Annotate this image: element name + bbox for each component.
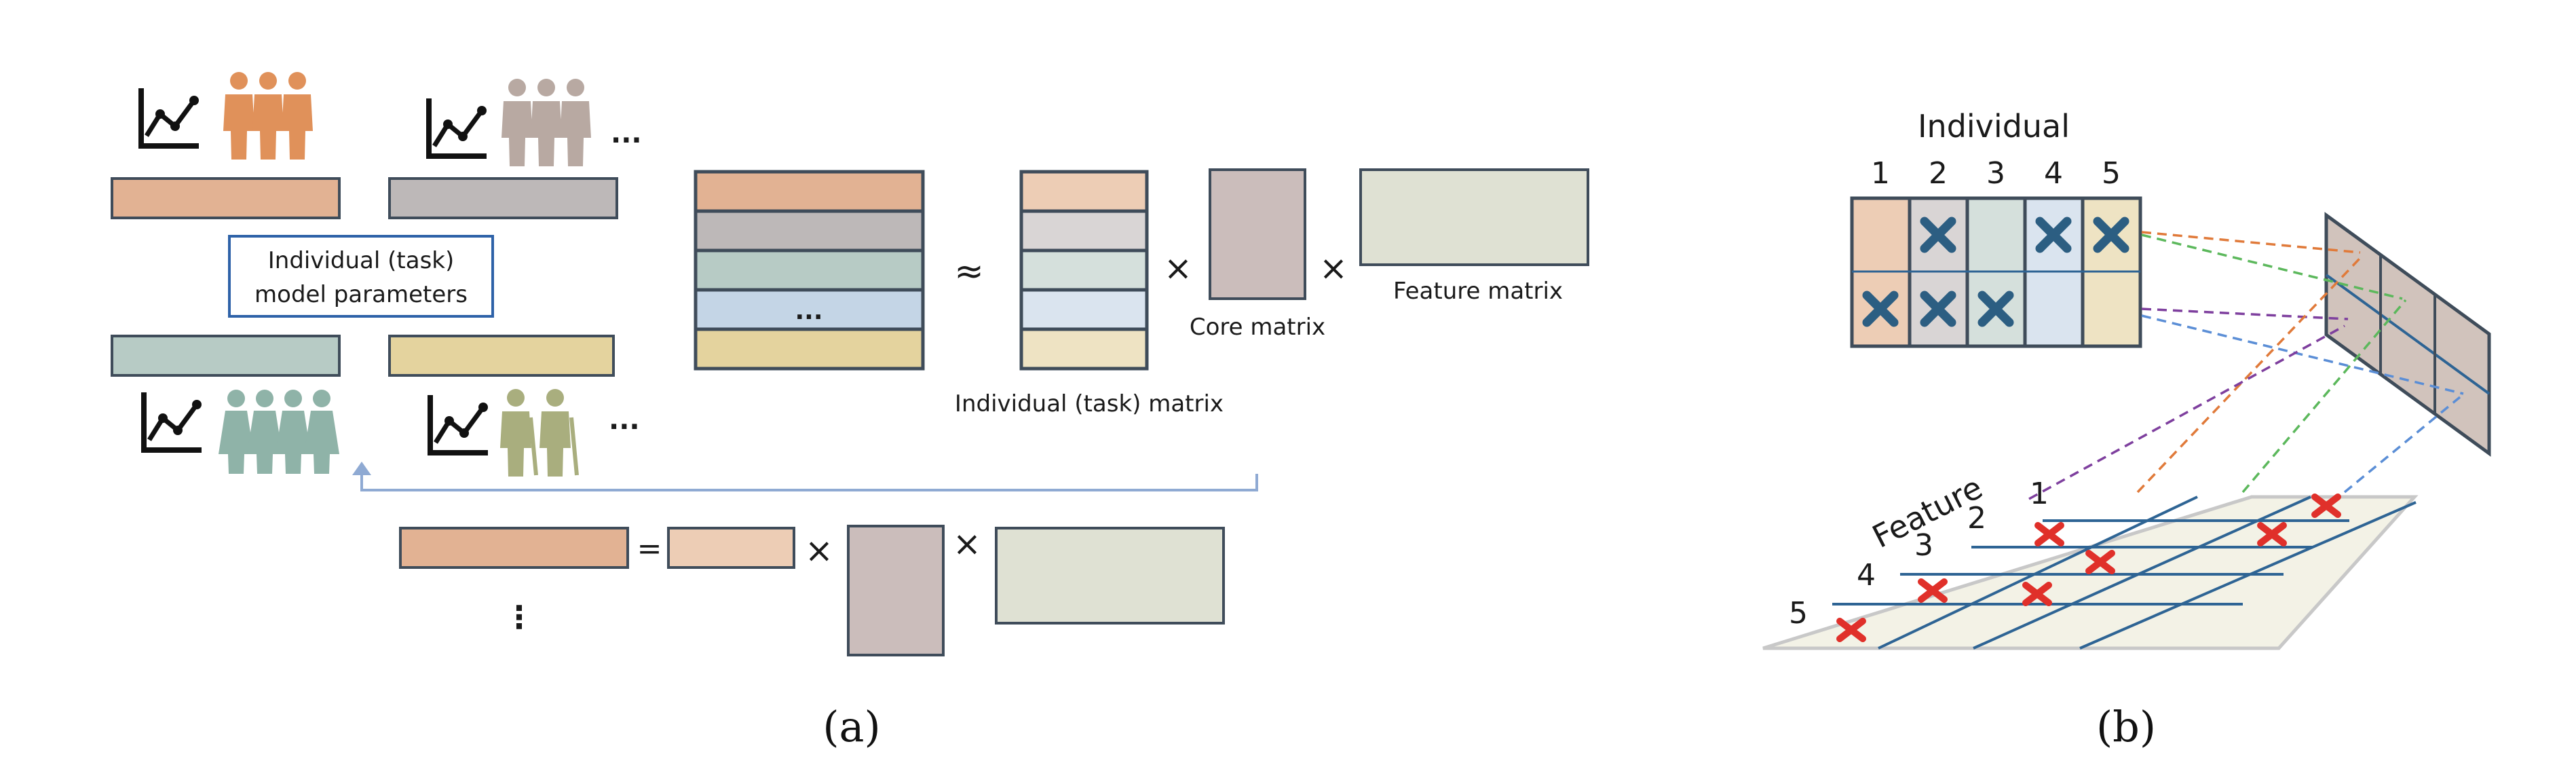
group-yellow: ...: [388, 335, 640, 477]
line-chart-icon: [144, 392, 202, 450]
individual-task-matrix: [1019, 170, 1149, 371]
individual-number-5: 5: [2102, 156, 2121, 191]
individual-matrix-label: Individual (task) matrix: [955, 390, 1224, 417]
parameters-label-line1: Individual (task): [268, 247, 455, 274]
feature-matrix-label: Feature matrix: [1393, 278, 1563, 305]
feature-number-3: 3: [1914, 528, 1933, 563]
group-orange: [111, 72, 341, 219]
observed-cross: [2038, 525, 2061, 543]
param-bar-yellow: [388, 335, 615, 377]
caption-b: (b): [2096, 702, 2156, 751]
equals-symbol: =: [637, 532, 662, 566]
approx-symbol: ≈: [954, 251, 984, 292]
times-symbol: ×: [1319, 248, 1348, 288]
individual-number-3: 3: [1986, 156, 2005, 191]
feature-number-5: 5: [1789, 596, 1808, 631]
core-matrix-label: Core matrix: [1190, 314, 1325, 341]
people-icon: [219, 390, 339, 474]
individual-grid: [1850, 196, 2142, 348]
feature-matrix-small: [995, 527, 1225, 625]
people-icon: [501, 79, 591, 166]
individual-title: Individual: [1918, 108, 2070, 145]
feedback-arrowhead: [352, 462, 371, 475]
parameters-label-line2: model parameters: [254, 281, 468, 308]
ellipsis-label: ...: [609, 405, 640, 436]
core-matrix-small: [847, 525, 945, 656]
param-bar-orange: [111, 177, 341, 219]
elderly-people-icon: [500, 389, 579, 477]
param-bar-gray: [388, 177, 618, 219]
parameters-label-box: Individual (task) model parameters: [228, 235, 494, 318]
feature-number-2: 2: [1967, 501, 1986, 536]
feature-number-1: 1: [2030, 477, 2049, 511]
feature-plane: [1762, 497, 2419, 650]
single-individual-equation: = × × ⋮: [399, 524, 1225, 656]
line-chart-icon: [430, 395, 488, 453]
param-bar-orange: [399, 527, 629, 569]
group-gray: ...: [388, 79, 642, 219]
feedback-arrow: [360, 473, 1258, 491]
connector-lines: [2028, 231, 2464, 500]
feature-matrix: [1359, 168, 1589, 266]
individual-number-row: 1 2 3 4 5: [1871, 156, 2121, 191]
panel-a: ... Individual (task) model parameters: [111, 72, 1589, 751]
core-matrix: [1209, 168, 1306, 300]
vertical-ellipsis: ⋮: [504, 599, 535, 635]
individual-row: [667, 527, 795, 569]
caption-a: (a): [822, 702, 880, 751]
individual-number-4: 4: [2044, 156, 2063, 191]
individual-number-2: 2: [1929, 156, 1948, 191]
times-symbol: ×: [1164, 248, 1192, 288]
individual-number-1: 1: [1871, 156, 1890, 191]
ellipsis-label: ...: [611, 118, 642, 149]
feature-number-4: 4: [1857, 558, 1876, 593]
line-chart-icon: [141, 88, 199, 146]
stacked-parameter-matrix: ...: [694, 170, 925, 371]
people-icon: [223, 72, 313, 160]
group-teal: [111, 335, 341, 474]
times-symbol: ×: [953, 524, 981, 563]
param-bar-teal: [111, 335, 341, 377]
line-chart-icon: [429, 98, 487, 156]
times-symbol: ×: [805, 531, 833, 570]
stack-dots-label: ...: [795, 297, 822, 325]
